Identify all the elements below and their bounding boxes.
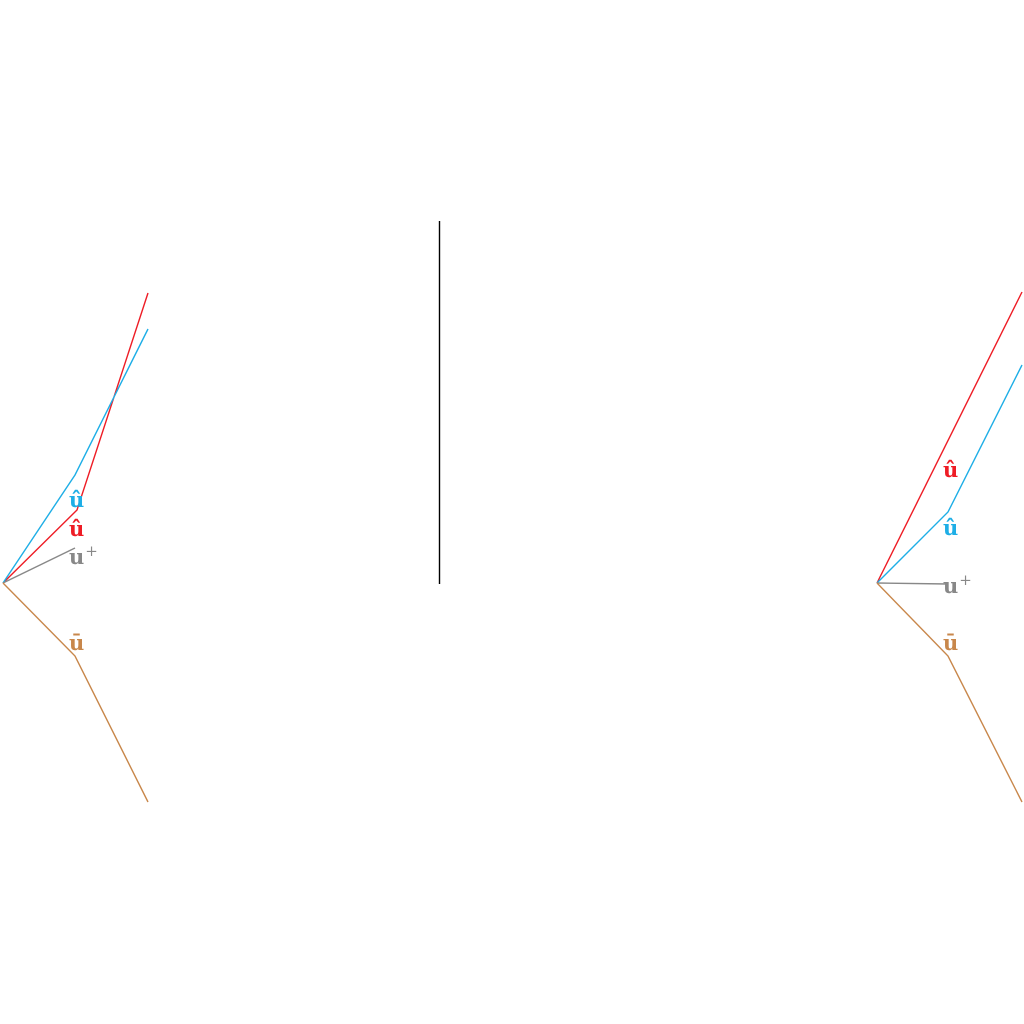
right-blue-path	[876, 364, 1023, 584]
right-gray-path	[876, 582, 949, 585]
right-panel: û û u+ ū	[876, 291, 1023, 803]
right-label-u-plus-base: u	[943, 573, 958, 598]
left-brown-path	[2, 582, 149, 803]
right-label-u-plus: u+	[943, 571, 972, 598]
left-gray-path	[2, 547, 76, 584]
left-label-u-plus-base: u	[69, 544, 84, 569]
right-label-u-bar: ū	[943, 630, 958, 655]
left-label-u-hat-red: û	[69, 516, 84, 541]
left-label-u-hat-blue: û	[69, 487, 84, 512]
left-label-u-plus-sup: +	[85, 542, 98, 560]
left-panel: û û u+ ū	[2, 292, 149, 803]
right-label-u-hat-blue: û	[943, 515, 958, 540]
right-red-path	[876, 291, 1023, 584]
left-label-u-bar: ū	[69, 630, 84, 655]
left-red-path	[2, 292, 149, 584]
right-brown-path	[876, 582, 1023, 803]
right-label-u-hat-red: û	[943, 457, 958, 482]
left-label-u-plus: u+	[69, 542, 98, 569]
left-blue-path	[2, 328, 149, 584]
right-label-u-plus-sup: +	[959, 571, 972, 589]
